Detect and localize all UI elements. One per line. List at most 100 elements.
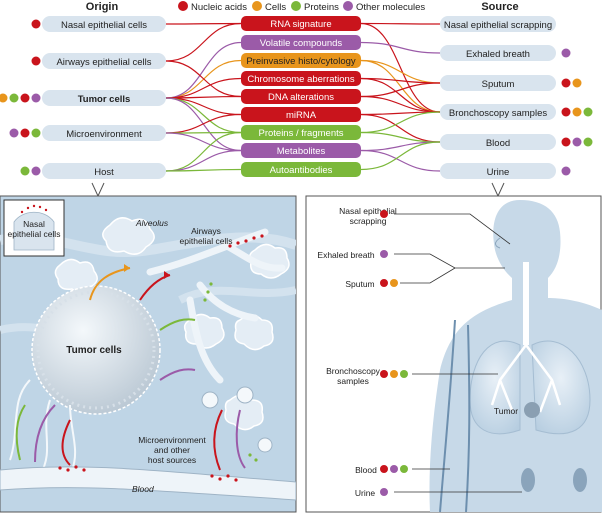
biomarker-pill-metabolites [241, 143, 361, 158]
source-column: Nasal epithelial scrapping Exhaled breat… [440, 16, 556, 179]
biomarker-label-volatile: Volatile compounds [260, 38, 343, 49]
biomarker-column: RNA signature Volatile compounds Preinva… [241, 16, 361, 177]
biomarker-pill-autoantibodies [241, 162, 361, 177]
biomarker-pill-dna [241, 89, 361, 104]
sputum-leader-line [400, 267, 456, 284]
tissue-strand [178, 286, 296, 304]
tumor-texture [36, 290, 156, 410]
source-dot-proteins [583, 107, 593, 117]
connector-proteins [360, 141, 441, 171]
inset-label-line1: Nasal [23, 219, 45, 229]
origin-dot-proteins [31, 128, 41, 138]
origin-dot-other [31, 166, 41, 176]
origin-label-host: Host [94, 167, 114, 178]
connector-nucleic [165, 22, 242, 62]
body-dot-cells [390, 370, 398, 378]
body-label-nasal-line2: scrapping [350, 216, 387, 226]
origin-pill-airways [42, 53, 166, 69]
legend-proteins-dot [291, 1, 301, 11]
biomarker-label-dna: DNA alterations [268, 92, 334, 103]
micro-nucleic-arrow [213, 409, 223, 471]
source-dot-other [561, 48, 571, 58]
legend-nucleic-label: Nucleic acids [191, 2, 247, 13]
source-dot-other [572, 137, 582, 147]
origin-dot-proteins [9, 93, 19, 103]
biomarker-pill-volatile [241, 35, 361, 50]
host-cell [257, 437, 273, 453]
origin-header: Origin [86, 1, 119, 13]
other-release-arrow-airway [159, 368, 196, 381]
legend: Nucleic acids Cells Proteins Other molec… [178, 1, 425, 13]
source-dot-cells [572, 107, 582, 117]
connector-nucleic [165, 22, 242, 25]
body-label-dots [380, 210, 408, 496]
body-dot-cells [390, 279, 398, 287]
protein-release-arrow-airway [159, 318, 196, 331]
source-dots [561, 48, 593, 176]
micro-label-line2: and other [154, 445, 190, 455]
connector-proteins [165, 131, 242, 172]
origin-column: Nasal epithelial cells Airways epithelia… [42, 16, 166, 179]
origin-pill-nasal [42, 16, 166, 32]
alveolus-cluster [234, 314, 274, 351]
body-dot-nucleic [380, 210, 388, 218]
connector-lines [165, 22, 441, 172]
body-dot-proteins [400, 465, 408, 473]
origin-pill-tumor [42, 90, 166, 106]
connector-nucleic [360, 82, 441, 98]
body-dot-other [380, 488, 388, 496]
biomarker-pill-chromosome [241, 71, 361, 86]
host-cell [236, 386, 254, 404]
legend-nucleic-dot [178, 1, 188, 11]
biomarker-label-mirna: miRNA [286, 110, 317, 121]
nose-outline [495, 237, 501, 249]
source-dot-other [561, 166, 571, 176]
biomarker-pill-rna [241, 16, 361, 31]
connector-proteins [165, 131, 242, 134]
origin-callout-pointer [91, 182, 105, 198]
legend-cells-dot [252, 1, 262, 11]
alveolus-cluster [224, 394, 264, 431]
source-dot-cells [572, 78, 582, 88]
connector-proteins [165, 168, 242, 172]
source-dot-proteins [583, 137, 593, 147]
biomarker-pill-proteins [241, 125, 361, 140]
connector-other [165, 149, 242, 172]
source-pill-blood [440, 134, 556, 150]
biomarker-pill-mirna [241, 107, 361, 122]
arm-vessels [439, 319, 471, 512]
inset-label-line2: epithelial cells [8, 229, 61, 239]
other-release-arrow-blood [34, 404, 56, 463]
connector-nucleic [360, 77, 441, 113]
bronchi [490, 344, 562, 413]
micro-other-arrow [235, 409, 246, 469]
connector-nucleic [360, 22, 441, 25]
protein-release-arrow-blood [15, 404, 26, 461]
source-label-blood: Blood [486, 138, 510, 149]
body-illustration: Nasal epithelial scrapping Exhaled breat… [305, 195, 602, 513]
source-label-bronchoscopy: Bronchoscopy samples [449, 108, 547, 119]
connector-nucleic [165, 60, 242, 98]
source-label-breath: Exhaled breath [466, 49, 530, 60]
legend-other-dot [343, 1, 353, 11]
source-dot-nucleic [561, 107, 571, 117]
nasal-inset-head [13, 211, 55, 251]
source-pill-bronchoscopy [440, 104, 556, 120]
origin-dot-cells [0, 93, 8, 103]
airway-branches [146, 228, 286, 384]
body-label-blood: Blood [355, 465, 377, 475]
body-label-urine: Urine [355, 488, 376, 498]
origin-pill-host [42, 163, 166, 179]
origin-pill-microenvironment [42, 125, 166, 141]
origin-label-airways: Airways epithelial cells [56, 57, 151, 68]
breath-leader-line [394, 253, 505, 269]
body-label-bronchoscopy-line2: samples [337, 376, 369, 386]
source-pill-sputum [440, 75, 556, 91]
origin-label-nasal: Nasal epithelial cells [61, 20, 147, 31]
biomarker-label-proteins: Proteins / fragments [258, 128, 343, 139]
source-dot-nucleic [561, 78, 571, 88]
source-label-urine: Urine [487, 167, 510, 178]
nucleic-release-arrowhead-airway [164, 271, 170, 279]
biomarker-label-autoantibodies: Autoantibodies [270, 165, 333, 176]
